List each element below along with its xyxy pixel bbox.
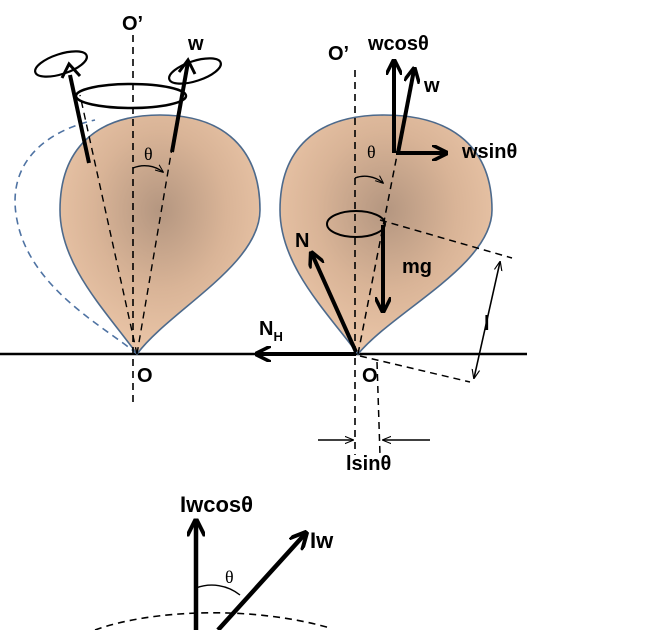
- left-tip-arrowhead-left: [60, 61, 82, 79]
- left-spin-ellipse-left: [34, 50, 88, 78]
- label-lsin: lsinθ: [346, 453, 391, 475]
- label-o-left: O: [137, 365, 153, 387]
- label-wcos: wcosθ: [367, 33, 429, 55]
- label-theta-bottom: θ: [225, 567, 234, 587]
- label-mg: mg: [402, 256, 432, 278]
- angular-momentum-diagram: [94, 522, 331, 630]
- bottom-dashed-arc: [94, 612, 331, 630]
- label-n: N: [295, 230, 309, 252]
- right-theta-arc: [354, 176, 383, 183]
- bottom-theta-arc: [195, 584, 241, 596]
- right-top: [258, 62, 513, 456]
- label-w-right: w: [423, 75, 440, 97]
- left-axle-right: [170, 61, 190, 153]
- left-precession-ellipse: [74, 82, 188, 110]
- left-top: [14, 35, 261, 405]
- left-top-body: [59, 114, 261, 356]
- label-iw: Iw: [310, 528, 334, 553]
- n-arrow: [312, 254, 358, 353]
- iw-arrow: [216, 534, 305, 630]
- label-o-prime-left: O’: [122, 13, 143, 35]
- l-dimension-arrow: [474, 262, 500, 378]
- label-theta-right: θ: [367, 142, 376, 162]
- left-tip-arrowhead-right: [177, 57, 197, 75]
- left-spin-ellipse-right: [168, 57, 222, 85]
- label-iwcos: Iwcosθ: [180, 492, 253, 517]
- left-axle-left: [68, 74, 91, 164]
- right-com-ellipse: [326, 210, 386, 238]
- label-theta-left: θ: [144, 144, 153, 164]
- label-o-prime-right: O’: [328, 43, 349, 65]
- left-theta-arc: [132, 166, 163, 172]
- w-vector-arrow: [396, 70, 414, 154]
- right-top-body: [279, 114, 493, 356]
- label-wsin: wsinθ: [461, 141, 517, 163]
- label-l: l: [484, 313, 490, 335]
- label-o-right: O: [362, 365, 378, 387]
- label-w-left: w: [187, 33, 204, 55]
- label-nh: NH: [259, 318, 283, 344]
- left-precession-outline: [14, 119, 138, 355]
- right-tilted-axis: [357, 149, 399, 355]
